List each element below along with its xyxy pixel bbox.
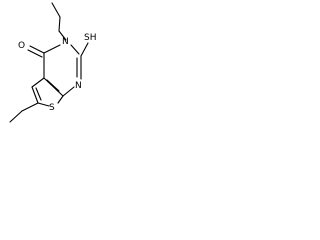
- bond-c7a-c3a: [43, 77, 64, 97]
- bond-c3a-c3: [31, 77, 45, 88]
- atom-sh-label: SH: [84, 33, 96, 43]
- bond-ethyl-1: [21, 102, 39, 112]
- bond-propyl-3: [58, 30, 67, 41]
- bond-s-c7a: [57, 95, 64, 104]
- atom-nitrogen-3-label: N: [62, 37, 69, 47]
- atom-nitrogen-1-label: N: [75, 81, 82, 91]
- bond-ethyl-2: [9, 110, 23, 123]
- bond-n3-c2: [70, 44, 80, 55]
- bond-c4-o-double: [27, 49, 43, 58]
- atom-oxygen-label: O: [18, 41, 25, 51]
- bond-c2t-s: [37, 102, 50, 107]
- bond-c4-o: [29, 45, 45, 54]
- bond-c2-sh: [80, 42, 89, 57]
- bond-c3-c2t: [31, 86, 39, 104]
- bond-c7a-c3a-double: [46, 79, 60, 92]
- bond-propyl-1: [51, 2, 61, 18]
- bond-propyl-2: [58, 16, 61, 32]
- atom-sulfur-label: S: [49, 103, 55, 113]
- bond-c4-n3: [43, 44, 61, 54]
- bond-n1-c7a: [62, 86, 75, 97]
- bond-c3-c2t-double: [35, 87, 42, 101]
- molecule-structure: O N SH N S: [9, 2, 96, 123]
